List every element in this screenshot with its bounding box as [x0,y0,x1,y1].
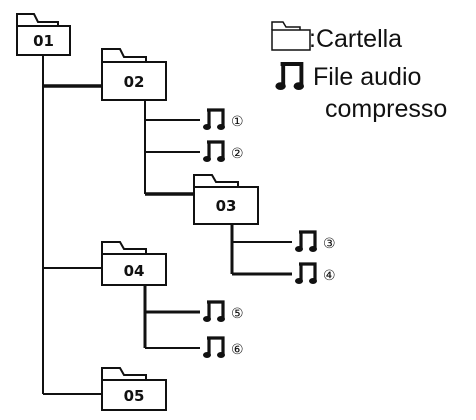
music-note-icon [201,140,227,164]
audio-file-3-number: ③ [323,236,336,252]
tree-connectors [42,55,292,395]
audio-file-2-number: ② [231,146,244,162]
folder-05-label: 05 [124,387,145,405]
folder-05: 05 [101,367,167,411]
legend-audio-label-line1: File audio [313,63,421,91]
folder-02: 02 [101,48,167,101]
music-note-icon [201,300,227,324]
audio-file-6: ⑥ [201,336,244,360]
music-note-icon [275,62,304,90]
folder-04-label: 04 [124,262,145,280]
folder-02-label: 02 [124,73,145,91]
music-note-icon [201,108,227,132]
audio-file-5-number: ⑤ [231,306,244,322]
folder-03-label: 03 [216,197,237,215]
audio-file-5: ⑤ [201,300,244,324]
audio-file-3: ③ [293,230,336,254]
folder-04: 04 [101,241,167,286]
folder-01: 01 [16,13,71,56]
audio-file-4: ④ [293,262,336,286]
legend-folder-label: :Cartella [309,25,402,53]
audio-file-1: ① [201,108,244,132]
legend-audio-label-line2: compresso [325,95,447,123]
music-note-icon [293,230,319,254]
audio-file-1-number: ① [231,114,244,130]
music-note-icon [293,262,319,286]
legend: :Cartella File audio compresso [271,21,447,123]
audio-file-4-number: ④ [323,268,336,284]
audio-file-6-number: ⑥ [231,342,244,358]
music-note-icon [201,336,227,360]
audio-file-2: ② [201,140,244,164]
folder-03: 03 [193,174,259,225]
folder-01-label: 01 [33,32,54,50]
folder-icon [271,21,311,51]
